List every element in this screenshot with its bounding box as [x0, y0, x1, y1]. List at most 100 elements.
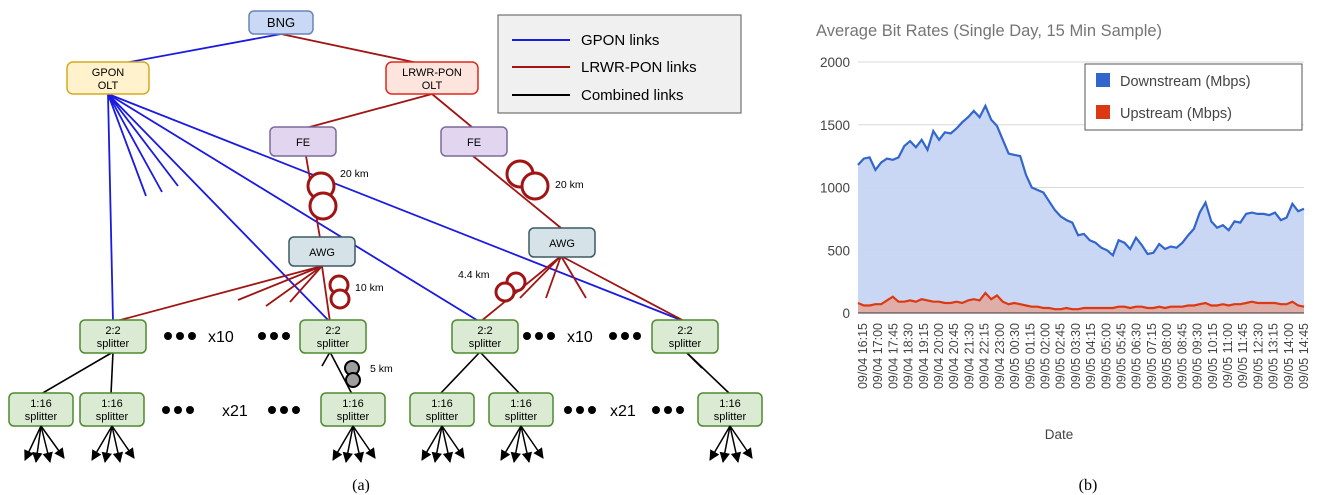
x-tick-label: 09/05 10:15: [1206, 323, 1220, 389]
legend-label-downstream: Downstream (Mbps): [1120, 74, 1251, 90]
x-tick-label: 09/05 02:00: [1039, 323, 1053, 389]
x-tick-label: 09/05 14:45: [1297, 323, 1311, 389]
distance-label: 10 km: [355, 282, 384, 294]
x-axis-label: Date: [1045, 427, 1074, 442]
x-tick-label: 09/05 14:00: [1282, 323, 1296, 389]
splitter-1x16-4: 1:16 splitter: [409, 392, 475, 427]
svg-text:OLT: OLT: [422, 80, 443, 92]
svg-text:LRWR-PON: LRWR-PON: [402, 67, 462, 79]
distance-label: 5 km: [370, 363, 393, 375]
svg-text:OLT: OLT: [98, 80, 119, 92]
splitter-2x2-1: 2:2 splitter: [79, 319, 147, 354]
gpon-olt-node: GPON OLT: [66, 61, 150, 95]
x-tick-label: 09/05 08:45: [1175, 323, 1189, 389]
splitter-1x16-6: 1:16 splitter: [697, 392, 763, 427]
y-tick-label: 500: [827, 243, 850, 258]
fiber-spool-awg-right: [494, 271, 527, 303]
y-tick-label: 1000: [820, 181, 850, 196]
svg-text:splitter: splitter: [469, 338, 502, 350]
x-tick-label: 09/05 07:15: [1145, 323, 1159, 389]
multiplier-x10: x10: [208, 329, 234, 346]
x-tick-label: 09/05 04:15: [1084, 323, 1098, 389]
splitter-2x2-2: 2:2 splitter: [299, 319, 367, 354]
splitter-2x2-3: 2:2 splitter: [451, 319, 519, 354]
legend-swatch-downstream: [1096, 73, 1110, 87]
fiber-spool-fe-left: [306, 171, 338, 221]
user-drop-arrows: [24, 425, 753, 464]
x-tick-label: 09/05 05:45: [1115, 323, 1129, 389]
lrwr-olt-node: LRWR-PON OLT: [385, 61, 479, 95]
svg-text:1:16: 1:16: [342, 398, 363, 410]
combined-links: [40, 351, 731, 395]
x-tick-label: 09/04 20:45: [947, 323, 961, 389]
svg-text:1:16: 1:16: [431, 398, 452, 410]
arrow-group-3: [332, 425, 376, 464]
downstream-line: [857, 103, 1305, 258]
x-tick-label: 09/05 13:15: [1267, 323, 1281, 389]
multiplier-x21: x21: [610, 403, 636, 420]
x-tick-label: 09/04 17:00: [871, 323, 885, 389]
bit-rate-chart: Average Bit Rates (Single Day, 15 Min Sa…: [816, 22, 1311, 494]
svg-text:splitter: splitter: [25, 411, 58, 423]
distance-label: 20 km: [340, 168, 369, 180]
x-tick-label: 09/05 06:30: [1130, 323, 1144, 389]
splitter-1x16-1: 1:16 splitter: [8, 392, 74, 427]
fiber-spool-awg-left: [328, 274, 351, 310]
x-tick-label: 09/04 22:15: [978, 323, 992, 389]
awg-node-left: AWG: [288, 236, 356, 267]
x-tick-label: 09/04 19:15: [917, 323, 931, 389]
x-tick-label: 09/04 16:15: [856, 323, 870, 389]
svg-text:splitter: splitter: [317, 338, 350, 350]
splitter-1x16-5: 1:16 splitter: [488, 392, 554, 427]
diagram-legend: GPON links LRWR-PON links Combined links: [497, 14, 742, 114]
x-tick-label: 09/04 21:30: [962, 323, 976, 389]
distance-label: 20 km: [555, 179, 584, 191]
fiber-spool-splitter: [344, 360, 361, 388]
svg-text:1:16: 1:16: [510, 398, 531, 410]
svg-text:splitter: splitter: [669, 338, 702, 350]
x-tick-label: 09/05 09:30: [1191, 323, 1205, 389]
svg-text:AWG: AWG: [309, 247, 335, 259]
legend-swatch-upstream: [1096, 105, 1110, 119]
x-tick-label: 09/05 02:45: [1054, 323, 1068, 389]
legend-label-upstream: Upstream (Mbps): [1120, 106, 1232, 122]
svg-text:splitter: splitter: [96, 411, 129, 423]
x-tick-label: 09/04 18:30: [902, 323, 916, 389]
fe-node-left: FE: [269, 126, 337, 157]
arrow-group-4: [421, 425, 465, 464]
legend-label-lrwr: LRWR-PON links: [581, 59, 697, 76]
x-tick-label: 09/05 08:00: [1160, 323, 1174, 389]
svg-text:FE: FE: [296, 137, 310, 149]
x-tick-label: 09/05 03:30: [1069, 323, 1083, 389]
upstream-line: [857, 291, 1305, 311]
caption-a: (a): [352, 477, 370, 494]
svg-text:1:16: 1:16: [30, 398, 51, 410]
multiplier-x10: x10: [567, 329, 593, 346]
distance-label: 4.4 km: [458, 269, 490, 281]
svg-text:splitter: splitter: [337, 411, 370, 423]
fiber-spool-fe-right: [505, 159, 550, 201]
splitter-2x2-4: 2:2 splitter: [651, 319, 719, 354]
arrow-group-6: [709, 425, 753, 464]
svg-text:1:16: 1:16: [101, 398, 122, 410]
x-tick-label: 09/05 11:00: [1221, 323, 1235, 388]
x-tick-label: 09/04 20:00: [932, 323, 946, 389]
svg-text:AWG: AWG: [549, 238, 575, 250]
svg-text:BNG: BNG: [267, 15, 295, 30]
awg-node-right: AWG: [528, 227, 596, 258]
splitter-1x16-3: 1:16 splitter: [320, 392, 386, 427]
y-tick-label: 0: [842, 306, 850, 321]
svg-text:splitter: splitter: [714, 411, 747, 423]
lrwr-links: [112, 33, 687, 323]
chart-legend: Downstream (Mbps) Upstream (Mbps): [1084, 63, 1303, 131]
chart-title: Average Bit Rates (Single Day, 15 Min Sa…: [816, 22, 1162, 40]
x-tick-label: 09/05 05:00: [1099, 323, 1113, 389]
fe-node-right: FE: [440, 126, 508, 157]
arrow-group-5: [500, 425, 544, 464]
svg-text:2:2: 2:2: [325, 325, 340, 337]
arrow-group-1: [24, 425, 65, 464]
bng-node: BNG: [248, 10, 314, 35]
